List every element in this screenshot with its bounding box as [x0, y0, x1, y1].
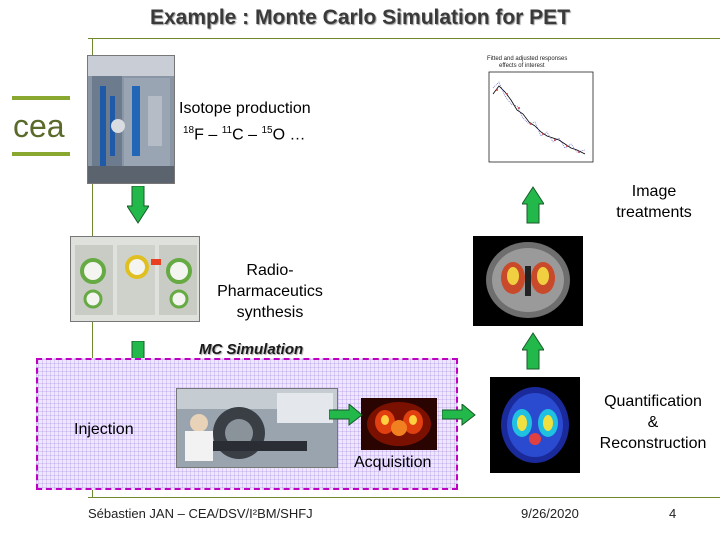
slide-title: Example : Monte Carlo Simulation for PET — [149, 6, 571, 29]
pet-image — [490, 377, 580, 473]
quantification-label: Quantification & Reconstruction — [590, 391, 716, 454]
acquisition-sinogram-image — [361, 398, 437, 450]
plot-title-2: effects of interest — [499, 63, 545, 69]
arrow-right-1-icon — [329, 404, 363, 426]
cea-logo-mark: cea — [13, 110, 65, 144]
quantification-line2: & — [647, 414, 659, 431]
mri-brain-image — [473, 236, 583, 326]
mri-image — [473, 236, 583, 326]
isotope-f-mass: 18 — [183, 125, 195, 136]
isotope-c-mass: 11 — [221, 125, 233, 136]
footer-author: Sébastien JAN – CEA/DSV/I²BM/SHFJ — [88, 506, 313, 521]
scanner-image — [177, 389, 337, 467]
lab-image — [71, 237, 199, 321]
radiopharma-line1: Radio-Pharmaceutics — [217, 262, 323, 300]
image-treatments-line2: treatments — [616, 204, 692, 221]
isotope-o: O — [272, 126, 286, 144]
isotope-sep-1: – — [203, 126, 222, 144]
title-underline — [88, 38, 720, 39]
logo-top-bar — [12, 96, 70, 100]
mc-simulation-label: MC Simulation — [199, 341, 304, 358]
acquisition-image — [361, 398, 437, 450]
quantification-line1: Quantification — [604, 393, 702, 410]
isotope-c: C — [232, 126, 244, 144]
pet-scanner-photo — [176, 388, 338, 468]
image-treatments-line1: Image — [631, 183, 677, 200]
footer-date: 9/26/2020 — [521, 506, 579, 521]
cea-logo: cea — [12, 96, 74, 160]
footer-rule — [88, 497, 720, 498]
logo-bottom-bar — [12, 152, 70, 156]
cea-logo-text: cea — [13, 110, 65, 144]
radiopharma-line2: synthesis — [236, 304, 304, 321]
fitted-response-plot: Fitted and adjusted responses effects of… — [477, 52, 597, 172]
arrow-right-2-icon — [442, 404, 476, 426]
image-treatments-label: Image treatments — [606, 181, 702, 223]
radiopharma-label: Radio-Pharmaceutics synthesis — [197, 260, 343, 323]
acquisition-label: Acquisition — [354, 454, 432, 471]
cyclotron-photo — [87, 55, 175, 184]
isotope-ellipsis: … — [285, 126, 306, 144]
quantification-line3: Reconstruction — [599, 435, 707, 452]
isotope-f: F — [194, 126, 204, 144]
isotope-sep-2: – — [243, 126, 262, 144]
cyclotron-image — [88, 56, 174, 183]
arrow-down-1-icon — [127, 186, 149, 224]
plot-title-1: Fitted and adjusted responses — [487, 56, 567, 62]
footer-page-number: 4 — [669, 506, 677, 521]
injection-label: Injection — [74, 421, 134, 438]
plot-image: Fitted and adjusted responses effects of… — [487, 56, 594, 163]
arrow-up-2-icon — [522, 332, 544, 370]
isotope-o-mass: 15 — [261, 125, 273, 136]
radiopharma-lab-photo — [70, 236, 200, 322]
arrow-up-1-icon — [522, 186, 544, 224]
isotope-formula: 18F – 11C – 15O … — [183, 120, 305, 145]
pet-reconstruction-image — [490, 377, 580, 473]
isotope-heading: Isotope production — [179, 100, 311, 117]
